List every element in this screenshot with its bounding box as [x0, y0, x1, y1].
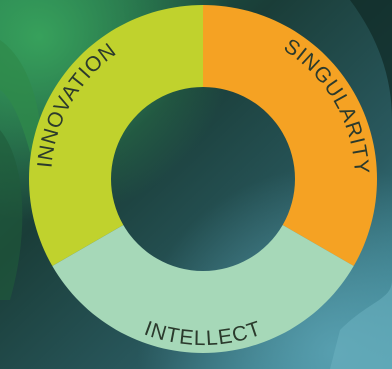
- leaf-shape: [0, 130, 23, 300]
- water-shape: [330, 280, 392, 369]
- segment-intellect: [52, 225, 354, 353]
- segment-innovation: [29, 5, 203, 266]
- segment-singularity: [203, 5, 377, 266]
- wheel-segments: [29, 5, 377, 353]
- leaf-shape: [350, 0, 392, 120]
